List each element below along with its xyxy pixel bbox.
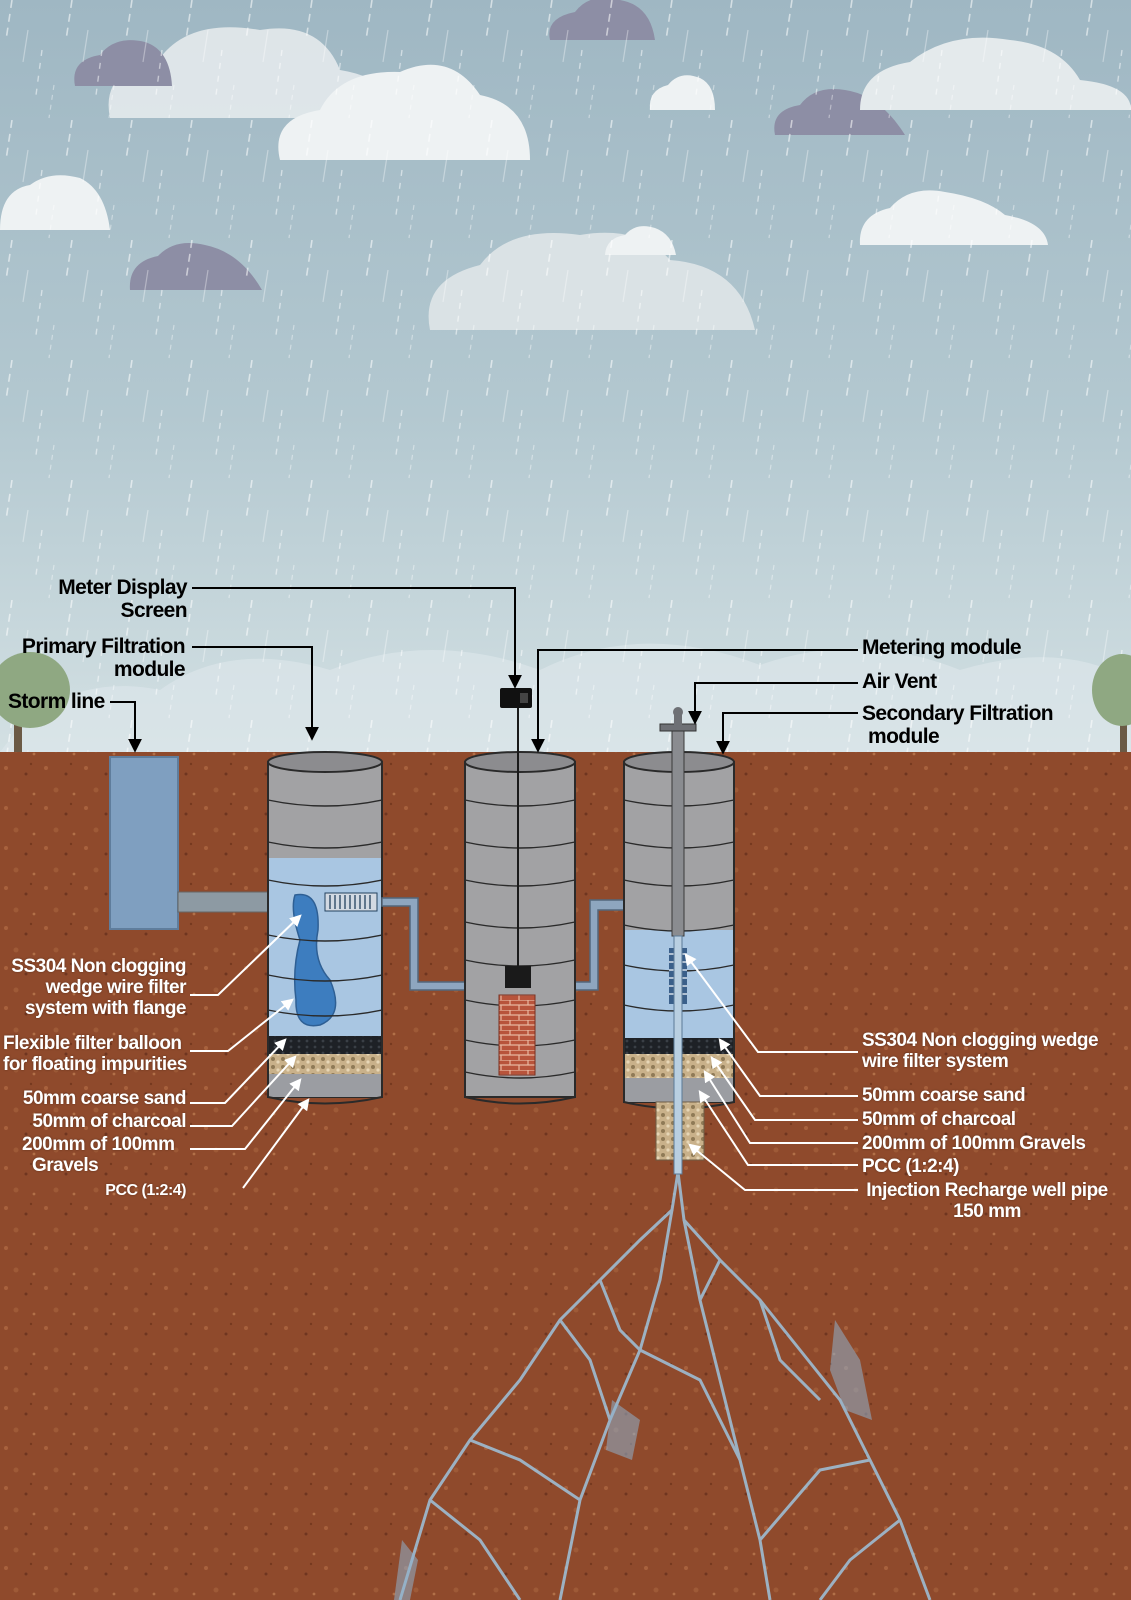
left-sand-label: 50mm coarse sand: [22, 1088, 187, 1109]
right-ss304-label: SS304 Non clogging wedge: [862, 1030, 1099, 1051]
arrow-down-icon: [716, 712, 858, 755]
primary-filtration-label: Primary Filtration: [21, 635, 186, 658]
left-gravel-label-2: Gravels: [32, 1155, 99, 1176]
primary-filtration-label-2: module: [113, 658, 186, 681]
left-ss304-label: SS304 Non clogging: [11, 956, 186, 977]
primary-filtration-tank: [267, 751, 383, 1105]
storm-line-label: Storm line: [8, 690, 105, 713]
air-vent-label: Air Vent: [862, 670, 937, 693]
air-vent-icon: [659, 707, 697, 732]
arrow-down-icon: [688, 682, 858, 725]
left-balloon-label-2: for floating impurities: [3, 1054, 187, 1075]
left-ss304-label-3: system with flange: [25, 998, 187, 1019]
callout-leaders-left: [190, 914, 310, 1189]
groundwater-pockets: [394, 1320, 872, 1600]
recharge-well-pipe: [671, 727, 685, 1175]
left-ss304-label-2: wedge wire filter: [45, 977, 187, 998]
meter-display-label-2: Screen: [120, 599, 188, 622]
right-injection-label: Injection Recharge well pipe: [866, 1180, 1108, 1201]
left-gravel-label: 200mm of 100mm: [22, 1134, 175, 1155]
left-balloon-label: Flexible filter balloon: [3, 1033, 182, 1054]
left-pcc-label: PCC (1:2:4): [105, 1182, 186, 1199]
metering-tank: [464, 700, 576, 1105]
secondary-filtration-label: Secondary Filtration: [862, 702, 1054, 725]
arrow-down-icon: [110, 701, 142, 753]
arrow-down-icon: [531, 649, 858, 753]
callout-leaders-top: [110, 587, 858, 755]
right-sand-label: 50mm coarse sand: [862, 1085, 1026, 1106]
arrow-down-icon: [192, 587, 522, 689]
groundwater-veins: [398, 1171, 932, 1600]
callout-leaders-right: [684, 953, 858, 1191]
right-ss304-label-2: wire filter system: [862, 1051, 1009, 1072]
meter-display-icon: [500, 688, 532, 708]
metering-module-label: Metering module: [862, 636, 1022, 659]
secondary-filtration-label-2: module: [868, 725, 940, 748]
right-injection-label-2: 150 mm: [953, 1201, 1021, 1222]
left-charcoal-label: 50mm of charcoal: [32, 1111, 186, 1132]
rain: [0, 0, 1131, 752]
arrow-down-icon: [192, 646, 319, 741]
storm-line-pipe: [109, 756, 293, 930]
tree-icon: [1092, 654, 1131, 752]
right-gravel-label: 200mm of 100mm Gravels: [862, 1133, 1086, 1154]
tree-icon: [0, 652, 70, 752]
meter-display-label: Meter Display: [58, 576, 187, 599]
right-pcc-label: PCC (1:2:4): [862, 1156, 959, 1177]
right-charcoal-label: 50mm of charcoal: [862, 1109, 1016, 1130]
